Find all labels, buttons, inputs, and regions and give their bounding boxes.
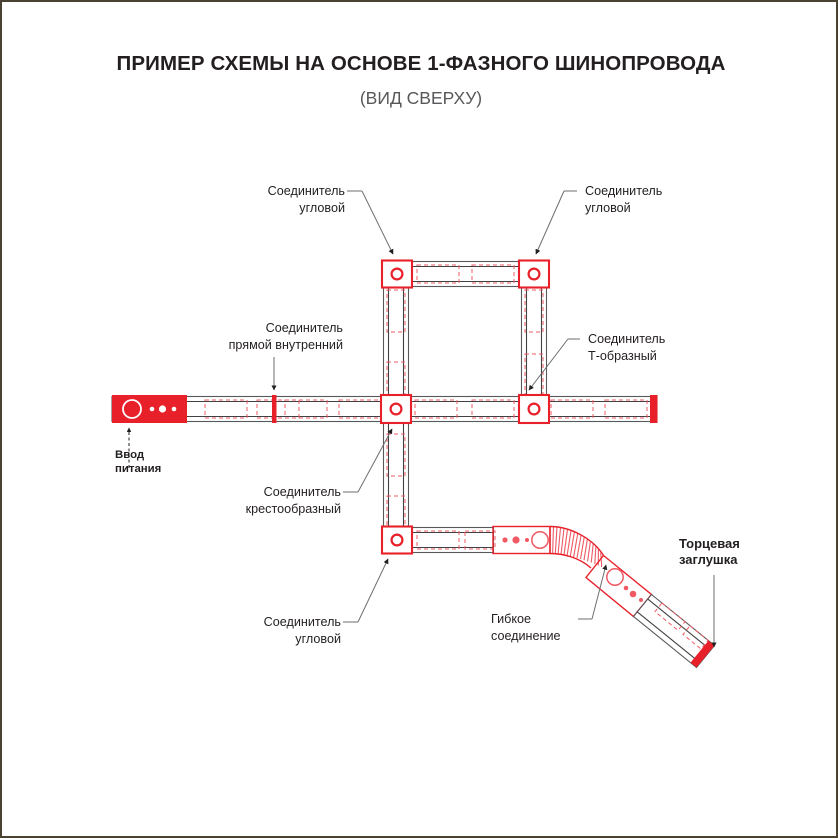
flex-inlet-module [492,525,551,555]
label-cross: Соединитель крестообразный [246,485,342,516]
label-corner-top-right: Соединитель угловой [585,184,663,215]
corner-connector-top-right [517,259,551,289]
power-feed-unit [112,395,187,423]
label-line-2: угловой [299,201,345,215]
label-line-2: угловой [295,632,341,646]
label-line-2: Т-образный [588,349,657,363]
cross-connector [379,393,413,425]
label-line-2: соединение [491,629,561,643]
leader-corner-top-right [535,190,565,255]
label-line-2: питания [115,463,161,475]
label-end-cap: Торцевая заглушка [679,536,740,567]
label-line-2: прямой внутренний [229,338,343,352]
corner-connector-top-left [380,259,414,289]
label-line-1: Соединитель [266,321,344,335]
leader-tee [528,338,569,391]
straight-internal-connector [272,395,277,423]
leader-cross [357,428,393,493]
label-line-2: крестообразный [246,502,341,516]
leader-flexible [591,564,608,620]
label-line-1: Гибкое [491,612,531,626]
label-line-1: Соединитель [264,485,342,499]
leader-corner-bottom [357,558,389,623]
leader-corner-top-left [361,190,394,255]
label-straight-internal: Соединитель прямой внутренний [229,321,344,352]
label-line-1: Соединитель [264,615,342,629]
page-title: ПРИМЕР СХЕМЫ НА ОСНОВЕ 1-ФАЗНОГО ШИНОПРО… [117,52,726,75]
tee-connector [517,393,551,425]
end-cap-right [650,395,658,423]
label-line-1: Торцевая [679,536,740,551]
label-corner-top-left: Соединитель угловой [268,184,346,215]
label-line-1: Соединитель [585,184,663,198]
label-power-input: Ввод питания [115,449,161,475]
page-subtitle: (ВИД СВЕРХУ) [360,88,482,108]
flex-bellows [549,525,605,569]
label-corner-bottom: Соединитель угловой [264,615,342,646]
flexible-joint-assembly [492,525,716,669]
label-line-1: Соединитель [268,184,346,198]
bus-segment-diagonal [632,593,716,669]
end-cap-diagonal [690,640,715,668]
label-line-2: заглушка [679,552,738,567]
label-tee: Соединитель Т-образный [588,332,666,363]
label-line-1: Ввод [115,449,145,461]
corner-connector-bottom-left [380,525,414,555]
label-flexible: Гибкое соединение [491,612,561,643]
label-line-2: угловой [585,201,631,215]
label-line-1: Соединитель [588,332,666,346]
